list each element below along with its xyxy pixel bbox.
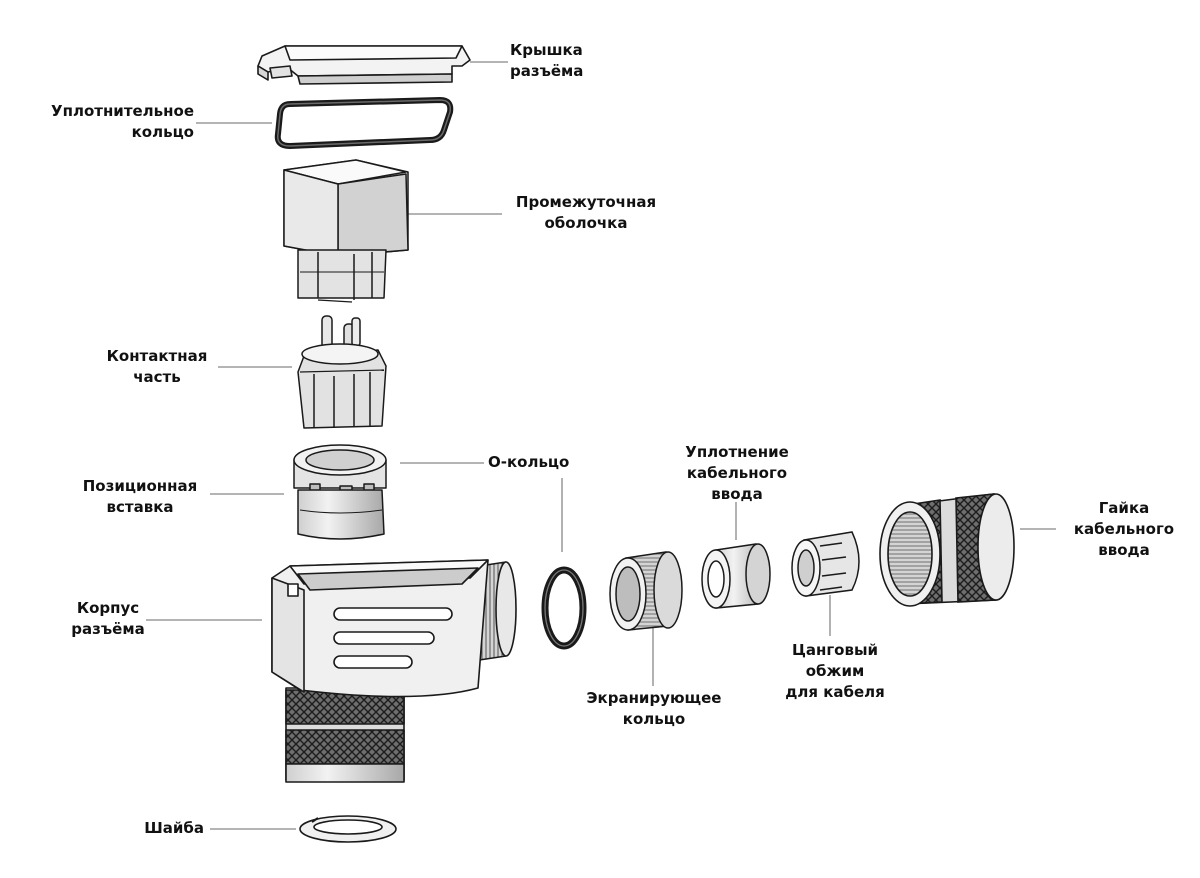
cover-part	[257, 45, 471, 85]
label-collet: Цанговый обжим для кабеля	[785, 641, 885, 701]
collet-part	[791, 531, 860, 597]
o-ring-part	[541, 566, 587, 650]
label-cover: Крышка разъёма	[510, 41, 584, 80]
label-washer: Шайба	[144, 819, 204, 837]
label-positioning-insert: Позиционная вставка	[82, 477, 198, 516]
seal-ring-part	[274, 96, 454, 150]
positioning-insert-part	[293, 444, 387, 540]
label-cable-gland-seal: Уплотнение кабельного ввода	[685, 443, 789, 503]
label-intermediate-shell: Промежуточная оболочка	[515, 193, 657, 232]
label-housing: Корпус разъёма	[71, 599, 145, 638]
leader-lines	[146, 61, 1056, 830]
intermediate-shell-part	[283, 159, 409, 303]
label-o-ring: О-кольцо	[488, 453, 570, 471]
contact-part	[297, 315, 387, 429]
shield-ring-part	[609, 551, 683, 631]
label-seal-ring: Уплотнительное кольцо	[51, 102, 194, 141]
cable-gland-seal-part	[701, 543, 771, 609]
label-shield-ring: Экранирующее кольцо	[586, 689, 722, 728]
label-contact-part: Контактная часть	[106, 347, 208, 386]
washer-part	[299, 815, 397, 843]
label-cable-gland-nut: Гайка кабельного ввода	[1073, 499, 1175, 559]
cable-gland-nut-part	[879, 493, 1015, 607]
housing-part	[271, 559, 517, 783]
